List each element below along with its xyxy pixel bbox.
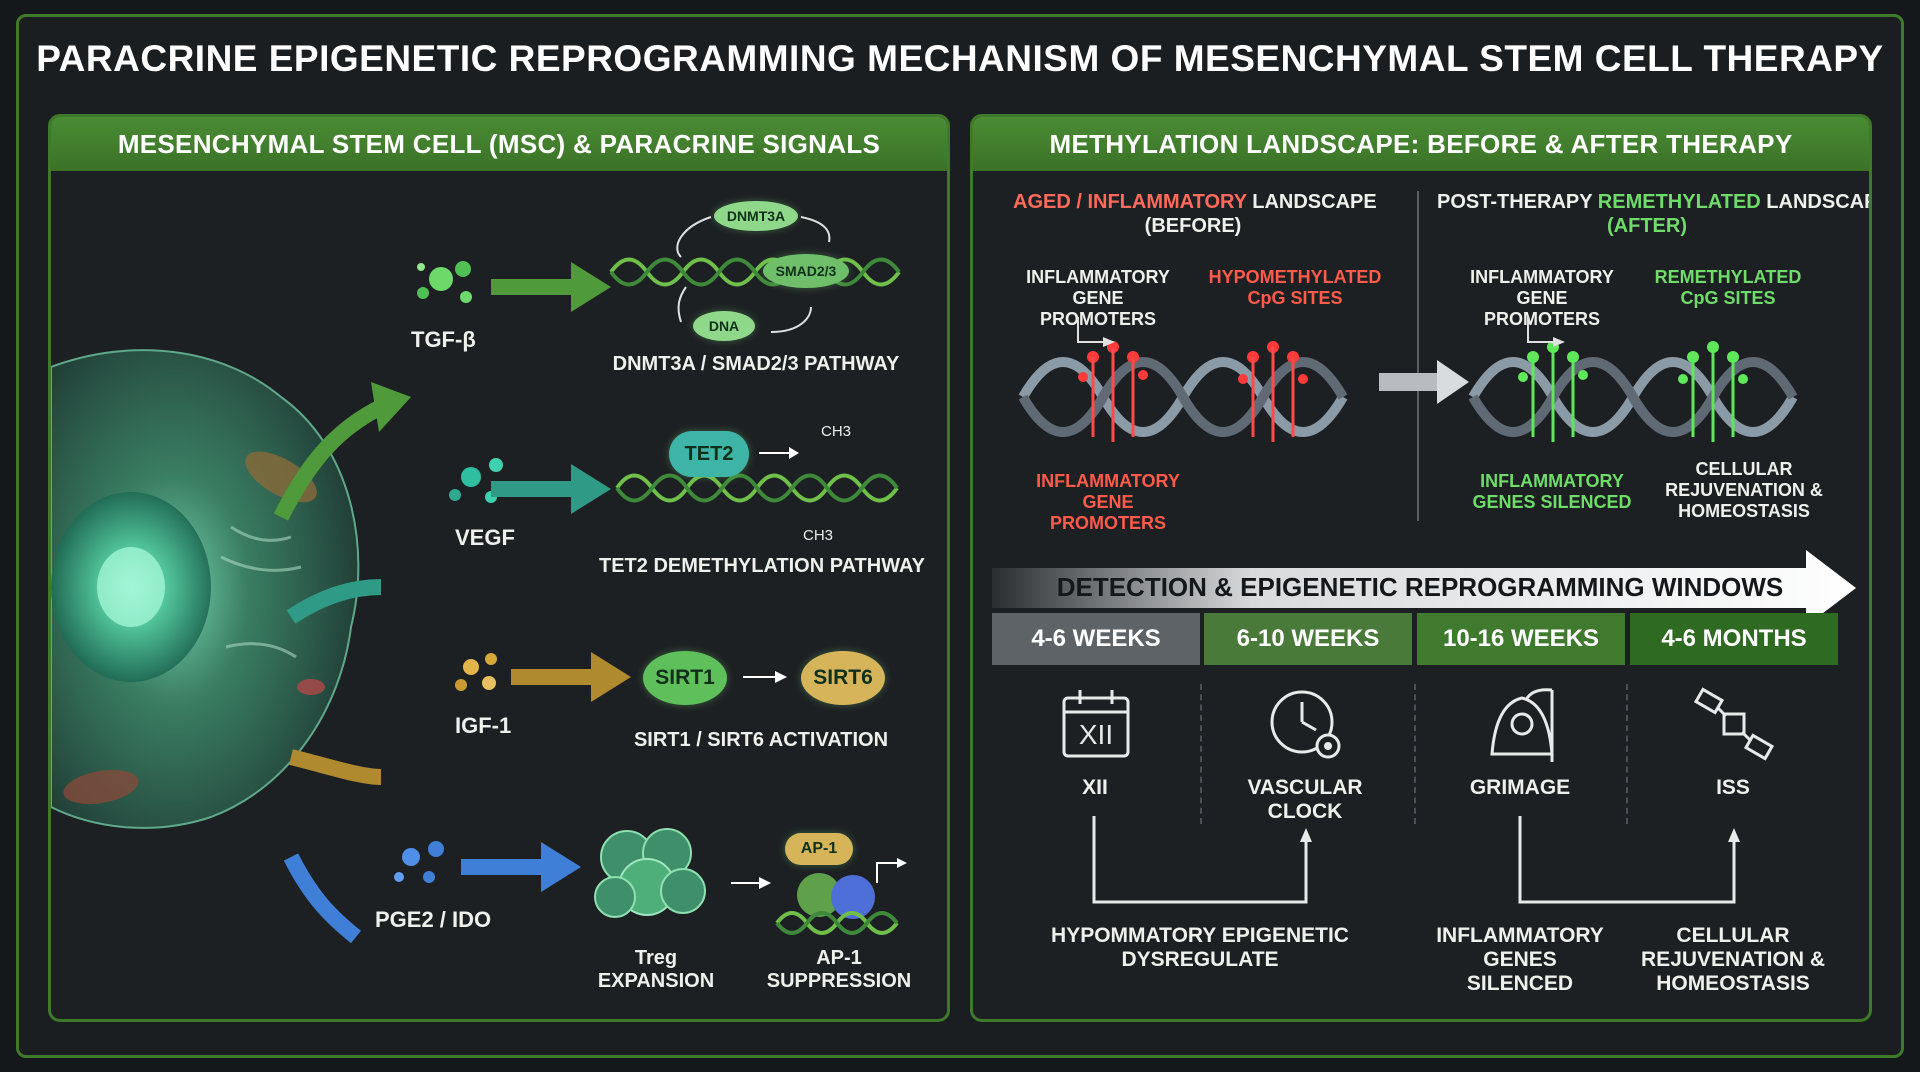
before-promoters-label: INFLAMMATORY GENE PROMOTERS (1026, 267, 1170, 329)
treg-arrow (731, 877, 771, 889)
igf1-label: IGF-1 (455, 713, 512, 738)
clock-label-xii: XII (1082, 776, 1108, 799)
after-title: POST-THERAPY REMETHYLATED LANDSCAPE (1437, 191, 1869, 213)
after-promoters-label: INFLAMMATORY GENE PROMOTERS (1470, 267, 1614, 329)
sirt6-node: SIRT6 (801, 651, 885, 705)
bracket-connectors (1092, 816, 1740, 904)
before-title: AGED / INFLAMMATORY LANDSCAPE (1013, 191, 1377, 213)
satellite-icon (1693, 687, 1775, 761)
after-dna-helix (1468, 317, 1798, 442)
separator-2 (1414, 684, 1416, 824)
bottom-label-silenced: INFLAMMATORY GENES SILENCED (1436, 924, 1604, 995)
tgf-beta-molecules (417, 261, 472, 303)
pge2-ido-label: PGE2 / IDO (375, 907, 492, 932)
clock-label-grimage: GRIMAGE (1469, 776, 1571, 799)
dna-node: DNA (693, 311, 755, 341)
after-subtitle: (AFTER) (1607, 215, 1687, 237)
separator-1 (1200, 684, 1202, 824)
after-bottom-right-label: CELLULAR REJUVENATION & HOMEOSTASIS (1665, 459, 1823, 521)
tet2-arrow (759, 447, 799, 459)
window-10-16-weeks: 10-16 WEEKS (1417, 613, 1625, 665)
clock-label-vascular: VASCULAR CLOCK (1247, 776, 1363, 823)
after-bottom-left-label: INFLAMMATORY GENES SILENCED (1472, 471, 1632, 512)
tet2-pathway-label: TET2 DEMETHYLATION PATHWAY (599, 555, 925, 577)
tet2-node: TET2 (669, 431, 749, 477)
smad23-node: SMAD2/3 (763, 254, 849, 288)
sirt-arrow (743, 671, 787, 683)
vegf-arrow (491, 464, 611, 514)
msc-panel-header: MESENCHYMAL STEM CELL (MSC) & PARACRINE … (51, 117, 947, 171)
transition-arrow (1379, 360, 1469, 404)
vegf-label: VEGF (455, 525, 515, 550)
before-after-divider (1417, 191, 1419, 521)
before-bottom-label: INFLAMMATORY GENE PROMOTERS (1036, 471, 1180, 533)
page-title: PARACRINE EPIGENETIC REPROGRAMMING MECHA… (36, 38, 1884, 79)
ap1-suppression-label: AP-1 SUPPRESSION (766, 947, 912, 992)
ap1-complex (775, 858, 907, 935)
methyl-group-top: CH3 (821, 423, 852, 440)
tgf-beta-label: TGF-β (411, 327, 476, 352)
treg-cluster (594, 828, 706, 918)
before-dna-helix (1018, 317, 1348, 442)
windows-arrow (992, 550, 1856, 626)
after-sites-label: REMETHYLATED CpG SITES (1654, 267, 1802, 308)
tgf-beta-arrow (491, 262, 611, 312)
dnmt3a-node: DNMT3A (714, 201, 798, 231)
pge2-arrow (461, 842, 581, 892)
before-sites-label: HYPOMETHYLATED CpG SITES (1208, 267, 1382, 308)
signal-arrows (273, 382, 411, 944)
sirt-activation-label: SIRT1 / SIRT6 ACTIVATION (633, 729, 889, 751)
pge2-molecules (394, 841, 444, 883)
clock-gear-icon (1270, 690, 1341, 759)
igf1-arrow (511, 652, 631, 702)
reaper-icon (1490, 688, 1554, 762)
sirt1-node: SIRT1 (643, 651, 727, 705)
igf1-molecules (455, 653, 497, 691)
dna-helix-1 (609, 257, 901, 287)
ap1-node: AP-1 (785, 833, 853, 865)
dna-helix-2 (615, 473, 899, 503)
methyl-group-bottom: CH3 (803, 527, 834, 544)
window-6-10-weeks: 6-10 WEEKS (1204, 613, 1412, 665)
bottom-label-rejuvenation: CELLULAR REJUVENATION & HOMEOSTASIS (1641, 924, 1825, 995)
window-4-6-months: 4-6 MONTHS (1630, 613, 1838, 665)
bottom-label-dysregulate: HYPOMMATORY EPIGENETIC DYSREGULATE (1051, 924, 1349, 971)
window-4-6-weeks: 4-6 WEEKS (992, 613, 1200, 665)
windows-title: DETECTION & EPIGENETIC REPROGRAMMING WIN… (1056, 572, 1784, 602)
methylation-panel-header: METHYLATION LANDSCAPE: BEFORE & AFTER TH… (973, 117, 1869, 171)
calendar-icon: XII (1062, 690, 1130, 758)
dnmt3a-pathway-label: DNMT3A / SMAD2/3 PATHWAY (612, 353, 900, 375)
calendar-icon-text: XII (1079, 719, 1113, 750)
separator-3 (1626, 684, 1628, 824)
dnmt3a-cycle-arrows (676, 216, 831, 333)
clock-label-iss: ISS (1716, 776, 1750, 799)
before-subtitle: (BEFORE) (1144, 215, 1242, 237)
treg-expansion-label: Treg EXPANSION (597, 947, 715, 992)
msc-panel: MESENCHYMAL STEM CELL (MSC) & PARACRINE … (48, 114, 950, 1022)
